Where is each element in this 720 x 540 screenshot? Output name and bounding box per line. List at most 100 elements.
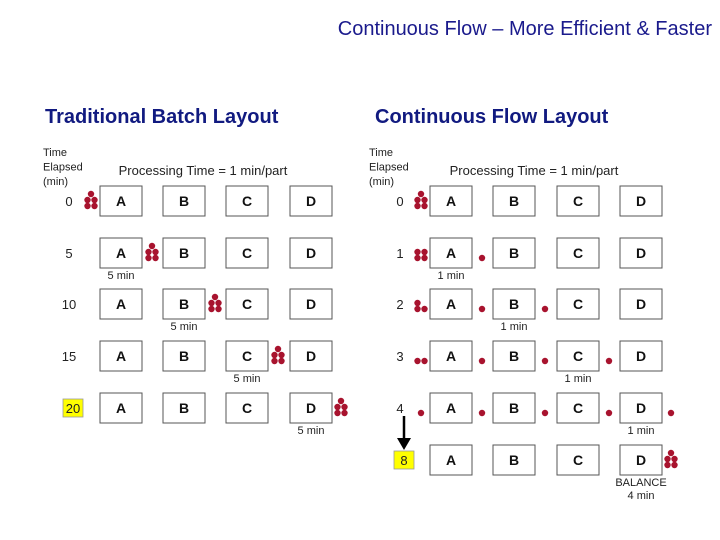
part-dot [87,190,95,198]
time-highlight [62,398,84,418]
station-label: B [509,296,519,312]
station-box [492,444,536,476]
station-label: B [509,452,519,468]
station-label: A [446,245,456,261]
part-dot [421,254,428,262]
part-dot [211,293,219,301]
station-box [556,340,600,372]
station-box [429,340,473,372]
station-label: B [509,348,519,364]
time-value: 20 [66,401,80,416]
time-elapsed-label: Elapsed [43,162,83,174]
station-label: D [306,245,316,261]
time-value: 2 [396,297,403,312]
station-label: B [509,245,519,261]
part-dot [208,299,215,307]
part-dot [421,305,428,313]
station-box [225,392,269,424]
station-label: D [306,296,316,312]
time-value: 3 [396,349,403,364]
cycle-time-label: 4 min [628,490,655,502]
station-box [556,185,600,217]
cycle-time-label: 1 min [501,321,528,333]
part-dot [478,305,486,313]
part-dot [337,397,345,405]
station-box [429,185,473,217]
part-dot [341,409,348,417]
station-label: C [242,245,252,261]
station-label: D [636,400,646,416]
station-box [556,237,600,269]
batch-layout-heading: Traditional Batch Layout [45,106,279,128]
part-dot [541,305,549,313]
station-box [225,340,269,372]
station-label: D [636,193,646,209]
part-dot [334,409,341,417]
station-label: D [636,245,646,261]
station-label: B [179,400,189,416]
arrow-head-icon [397,438,411,450]
time-value: 0 [396,194,403,209]
station-label: C [242,348,252,364]
part-dot [417,409,425,417]
part-dot [664,461,671,469]
station-label: D [636,452,646,468]
station-label: C [573,193,583,209]
station-label: A [446,296,456,312]
station-label: D [306,400,316,416]
part-dot [421,196,428,204]
part-dot [541,357,549,365]
station-box [162,392,206,424]
part-dot [215,305,222,313]
station-box [162,340,206,372]
station-box [289,185,333,217]
part-dot [421,357,428,365]
part-dot [605,357,613,365]
station-box [492,340,536,372]
time-value: 8 [400,453,407,468]
station-box [162,237,206,269]
part-dot [145,248,152,256]
station-label: D [636,296,646,312]
station-label: C [573,348,583,364]
part-dot [667,409,675,417]
time-elapsed-label: Elapsed [369,162,409,174]
part-dot [271,351,278,359]
part-dot [84,202,91,210]
cycle-time-label: 1 min [438,270,465,282]
part-dot [478,409,486,417]
part-dot [478,357,486,365]
part-dot [671,455,678,463]
station-box [99,237,143,269]
station-box [619,392,663,424]
processing-time-label: Processing Time = 1 min/part [119,163,288,178]
station-label: A [116,296,126,312]
station-box [225,237,269,269]
part-dot [278,351,285,359]
time-value: 15 [62,349,76,364]
station-box [162,288,206,320]
station-box [99,340,143,372]
part-dot [208,305,215,313]
station-box [619,444,663,476]
part-dot [84,196,91,204]
station-box [556,444,600,476]
part-dot [478,254,486,262]
station-label: B [179,193,189,209]
cycle-time-label: 5 min [171,321,198,333]
station-label: C [573,296,583,312]
station-label: D [306,348,316,364]
station-box [429,288,473,320]
station-label: C [242,296,252,312]
cycle-time-label: 5 min [234,373,261,385]
station-label: A [446,193,456,209]
time-elapsed-label: (min) [43,176,68,188]
station-box [99,185,143,217]
station-box [225,288,269,320]
part-dot [215,299,222,307]
part-dot [341,403,348,411]
part-dot [274,345,282,353]
station-box [162,185,206,217]
station-box [429,237,473,269]
